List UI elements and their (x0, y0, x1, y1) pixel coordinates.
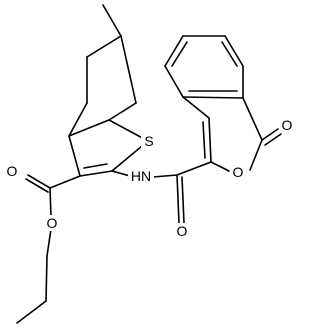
amide-oxygen-label: O (177, 223, 188, 239)
molecule-structure: S O O HN O O O (5, 4, 295, 324)
sulfur-atom-label: S (144, 133, 153, 149)
bond-c3-c4 (208, 117, 212, 163)
bond-c3-c4-inner (202, 121, 206, 159)
bond-c2-n (111, 170, 131, 177)
bond-amide-carbonyl-1 (176, 174, 180, 224)
bond-c7-c8-inner (221, 41, 238, 67)
bond-n-camide (152, 174, 178, 178)
bond-c3a-c7a (68, 119, 110, 137)
isochromenone (164, 35, 282, 172)
bond-camide-c3-iso (176, 161, 212, 176)
bond-c8a-c1 (242, 97, 263, 141)
bond-ch2-ch3 (16, 300, 47, 324)
bond-c2-c3 (79, 170, 113, 177)
bond-c6-c7 (120, 35, 137, 104)
bond-c1-o-lactone-2 (264, 133, 282, 146)
ester-carbonyl-oxygen-label: O (7, 163, 18, 179)
bond-cester-olink (49, 187, 52, 218)
bond-c5-c6-inner (171, 41, 188, 67)
ester-link-oxygen-label: O (47, 215, 58, 231)
bond-ch2-ch2 (45, 255, 48, 302)
bond-c4a-c5 (164, 65, 184, 98)
lactone-oxygen-label: O (282, 117, 293, 133)
propyl-ester (16, 174, 81, 324)
bond-c7-c7a (108, 102, 137, 121)
bond-amide-carbonyl-2 (181, 176, 185, 224)
bond-ester-carbonyl-2 (25, 178, 49, 193)
bond-ester-carbonyl-1 (27, 174, 51, 189)
bond-c1-o-lactone-1 (261, 128, 279, 141)
bond-c3-c3a (68, 135, 81, 177)
atom-labels: S O O HN O O O (5, 117, 295, 239)
bond-olink-ch2 (46, 228, 52, 257)
bond-c3-cester (49, 175, 81, 189)
bond-c3-o2 (210, 161, 230, 172)
ring-oxygen-label: O (233, 164, 244, 180)
bond-c4-c4a (182, 96, 210, 119)
bond-c4a-c8a (182, 96, 244, 99)
bond-c7-c8 (224, 35, 244, 67)
structure-canvas: S O O HN O O O (5, 4, 295, 324)
bond-c4-c3a (68, 102, 88, 137)
bond-methyl (102, 4, 122, 37)
cyclohexene-ring (68, 4, 137, 137)
bond-c2-c3-inner (83, 163, 108, 169)
bond-c6-c5 (86, 35, 122, 58)
amide-linker (111, 161, 212, 224)
bond-o2-c1 (249, 139, 263, 171)
amide-nh-label: HN (131, 168, 151, 184)
bond-c5-c6 (164, 35, 184, 67)
